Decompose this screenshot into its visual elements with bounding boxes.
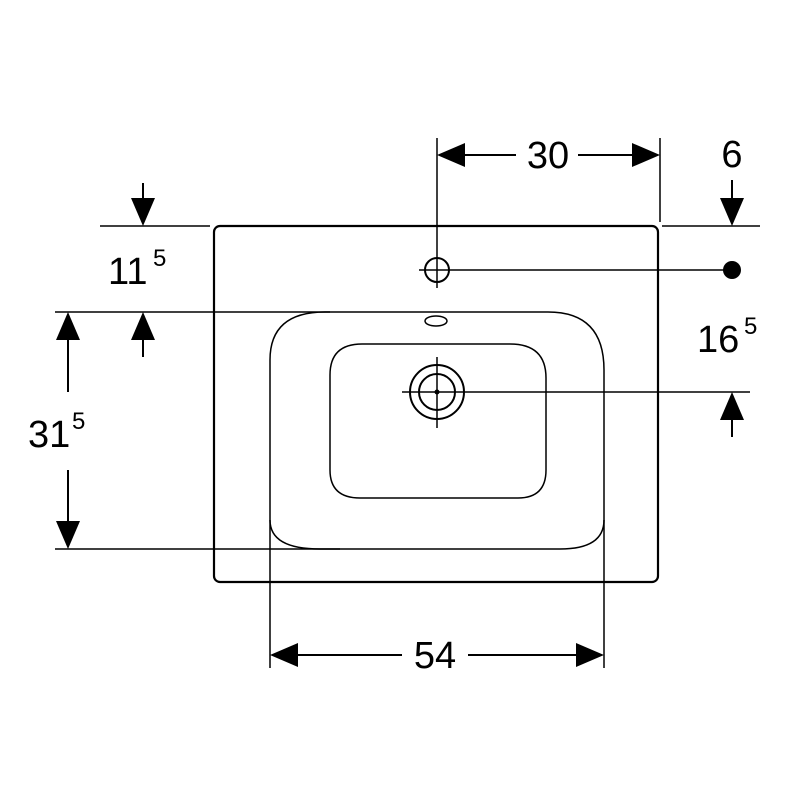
basin-outline — [212, 224, 660, 584]
tap-hole-icon — [419, 252, 455, 288]
tap-offset-sup: 5 — [153, 245, 166, 272]
bowl-depth-sup: 5 — [72, 408, 85, 435]
bowl-rim — [269, 311, 605, 550]
tap-offset-label: 11 — [108, 251, 147, 293]
drain-icon — [402, 357, 472, 428]
dimension-top-right: 6 — [720, 134, 744, 226]
bowl-depth-label: 31 — [28, 414, 70, 456]
drain-offset-label: 16 — [697, 319, 739, 361]
dimension-top-width: 30 — [437, 135, 660, 177]
dimension-bowl-width: 54 — [270, 635, 604, 677]
overflow-slot — [424, 315, 448, 327]
bowl-width-label: 54 — [414, 635, 456, 677]
top-right-label: 6 — [721, 134, 742, 176]
dimension-drain-offset: 16 5 — [697, 313, 757, 437]
dimension-tap-offset: 11 5 — [108, 183, 166, 357]
dimension-bowl-depth: 31 5 — [28, 312, 85, 549]
top-width-label: 30 — [527, 135, 569, 177]
bowl-bottom — [329, 343, 547, 499]
extension-lines — [55, 138, 760, 668]
drain-offset-sup: 5 — [744, 313, 757, 340]
